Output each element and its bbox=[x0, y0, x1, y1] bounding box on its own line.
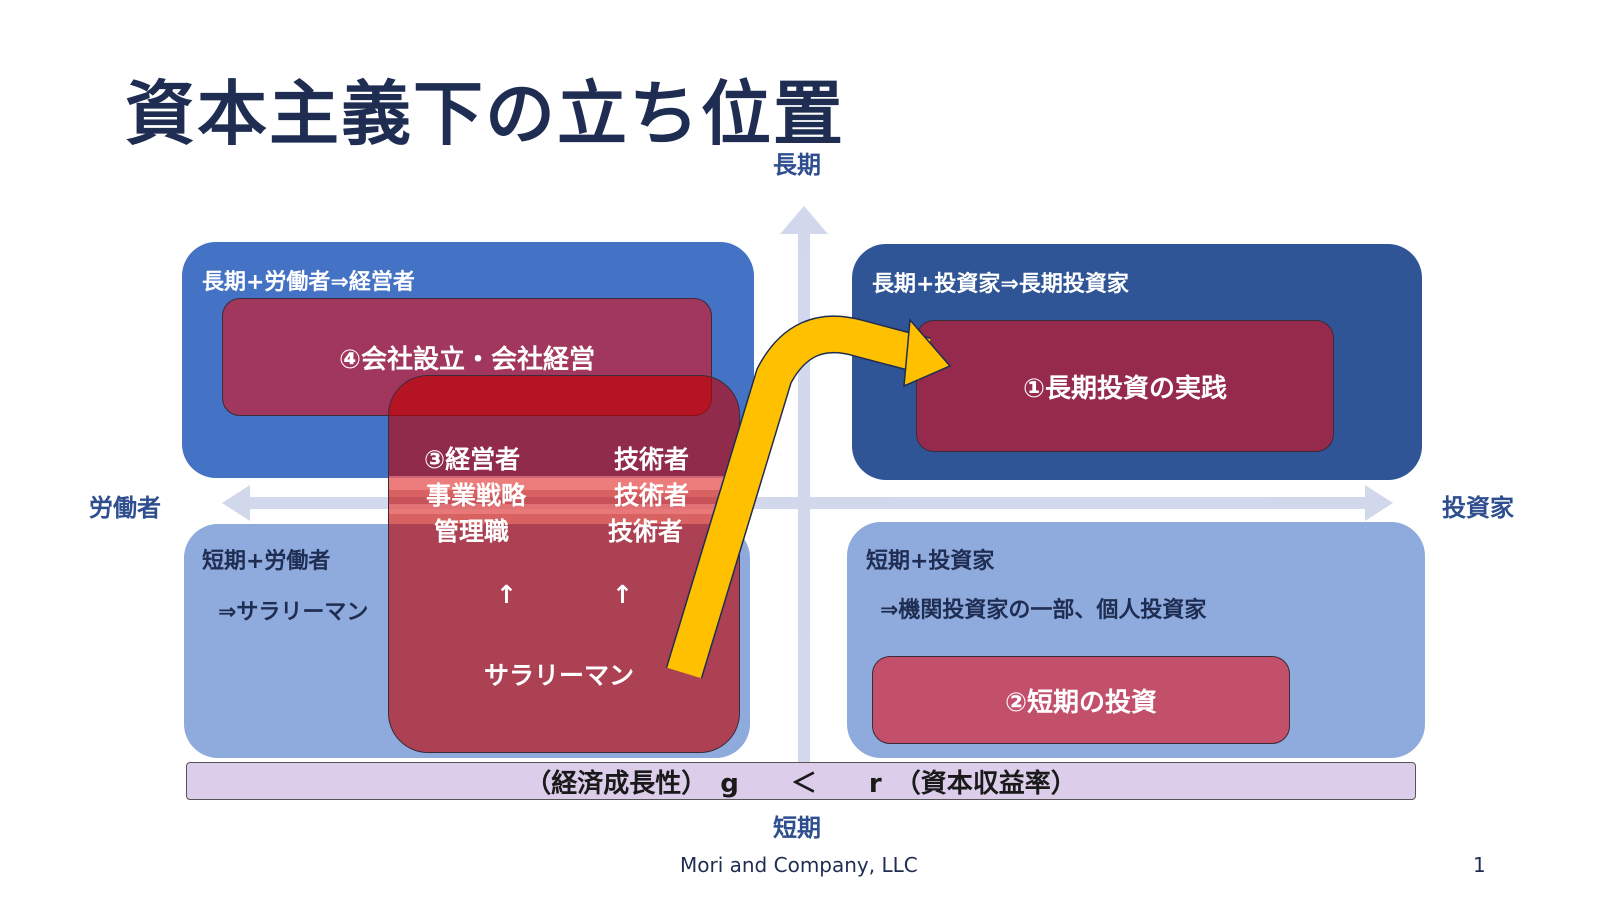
center-bottom-salaryman: サラリーマン bbox=[484, 661, 635, 690]
quadrant-bottom-left-sub: ⇒サラリーマン bbox=[218, 600, 369, 625]
page-title: 資本主義下の立ち位置 bbox=[125, 73, 845, 155]
center-band-1 bbox=[389, 476, 739, 490]
center-right-2: 技術者 bbox=[614, 481, 690, 510]
horizontal-axis-arrowhead-right bbox=[1365, 485, 1393, 521]
formula-bar: （経済成長性） g ＜ r （資本収益率） bbox=[186, 762, 1416, 800]
vertical-axis-arrowhead bbox=[780, 206, 828, 234]
axis-label-right: 投資家 bbox=[1442, 494, 1514, 522]
center-left-2: 事業戦略 bbox=[426, 481, 527, 510]
horizontal-axis-arrowhead-left bbox=[222, 485, 250, 521]
axis-label-bottom: 短期 bbox=[773, 814, 821, 842]
footer-company: Mori and Company, LLC bbox=[680, 853, 918, 877]
quadrant-bottom-right-label: 短期+投資家 bbox=[866, 549, 995, 574]
quadrant-bottom-right-sub: ⇒機関投資家の一部、個人投資家 bbox=[880, 598, 1207, 623]
center-left-1: ③経営者 bbox=[424, 445, 521, 474]
box-short-term-investment: ②短期の投資 bbox=[872, 656, 1290, 744]
center-career-box bbox=[388, 375, 740, 753]
center-band-2 bbox=[389, 504, 739, 514]
axis-label-left: 労働者 bbox=[89, 494, 161, 522]
center-up-arrow-left: ↑ bbox=[496, 580, 517, 609]
center-left-3: 管理職 bbox=[434, 517, 510, 546]
curve-arrow-head bbox=[903, 318, 952, 388]
footer-page-number: 1 bbox=[1473, 853, 1486, 877]
quadrant-bottom-left-label: 短期+労働者 bbox=[202, 549, 331, 574]
center-up-arrow-right: ↑ bbox=[612, 580, 633, 609]
quadrant-top-left-label: 長期+労働者⇒経営者 bbox=[202, 270, 415, 295]
center-right-3: 技術者 bbox=[608, 517, 684, 546]
box-long-term-investment: ①長期投資の実践 bbox=[916, 320, 1334, 452]
axis-label-top: 長期 bbox=[773, 151, 821, 179]
center-right-1: 技術者 bbox=[614, 445, 690, 474]
curve-arrow-shaft-fill bbox=[667, 316, 931, 679]
quadrant-top-right-label: 長期+投資家⇒長期投資家 bbox=[872, 272, 1129, 297]
